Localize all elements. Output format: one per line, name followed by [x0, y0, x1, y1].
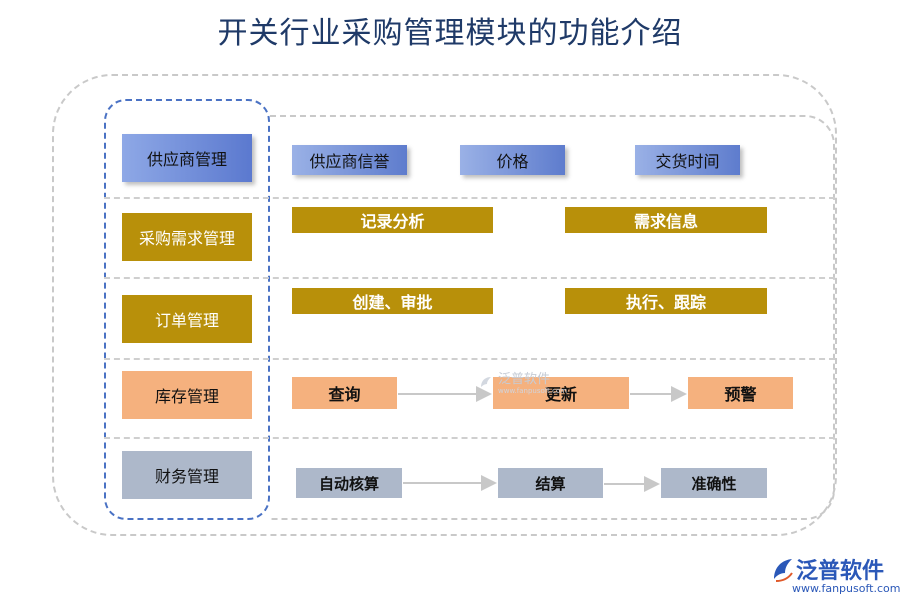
item-delivery-time: 交货时间: [635, 145, 740, 175]
row-divider: [104, 197, 835, 199]
category-order-management: 订单管理: [122, 295, 252, 343]
page-title: 开关行业采购管理模块的功能介绍: [217, 16, 683, 51]
outer-dashed-frame: [52, 74, 837, 536]
watermark-url: www.fanpusoft.com: [498, 387, 568, 395]
item-update: 更新: [493, 377, 629, 409]
item-price: 价格: [460, 145, 565, 175]
brand-url: www.fanpusoft.com: [792, 582, 900, 595]
brand-logo-icon: [774, 559, 793, 582]
item-supplier-reputation: 供应商信誉: [292, 145, 407, 175]
row-divider: [104, 358, 835, 360]
item-accuracy: 准确性: [661, 468, 767, 498]
category-inventory-management: 库存管理: [122, 371, 252, 419]
category-finance-management: 财务管理: [122, 451, 252, 499]
item-demand-info: 需求信息: [565, 207, 767, 233]
watermark-logo-icon: [481, 376, 491, 387]
content-dashed-frame: [270, 115, 835, 520]
row-divider: [104, 437, 835, 439]
item-query: 查询: [292, 377, 397, 409]
item-execute-track: 执行、跟踪: [565, 288, 767, 314]
item-auto-accounting: 自动核算: [296, 468, 402, 498]
watermark-text: 泛普软件: [498, 372, 551, 387]
category-column-frame: [104, 99, 270, 520]
brand-name: 泛普软件: [796, 559, 885, 584]
item-settlement: 结算: [498, 468, 603, 498]
item-alert: 预警: [688, 377, 793, 409]
row-divider: [104, 277, 835, 279]
category-supplier-management: 供应商管理: [122, 134, 252, 182]
center-watermark: 泛普软件 www.fanpusoft.com: [478, 368, 567, 395]
brand-logo: 泛普软件 www.fanpusoft.com: [770, 553, 900, 598]
category-purchase-demand-management: 采购需求管理: [122, 213, 252, 261]
item-record-analysis: 记录分析: [292, 207, 493, 233]
item-create-approve: 创建、审批: [292, 288, 493, 314]
